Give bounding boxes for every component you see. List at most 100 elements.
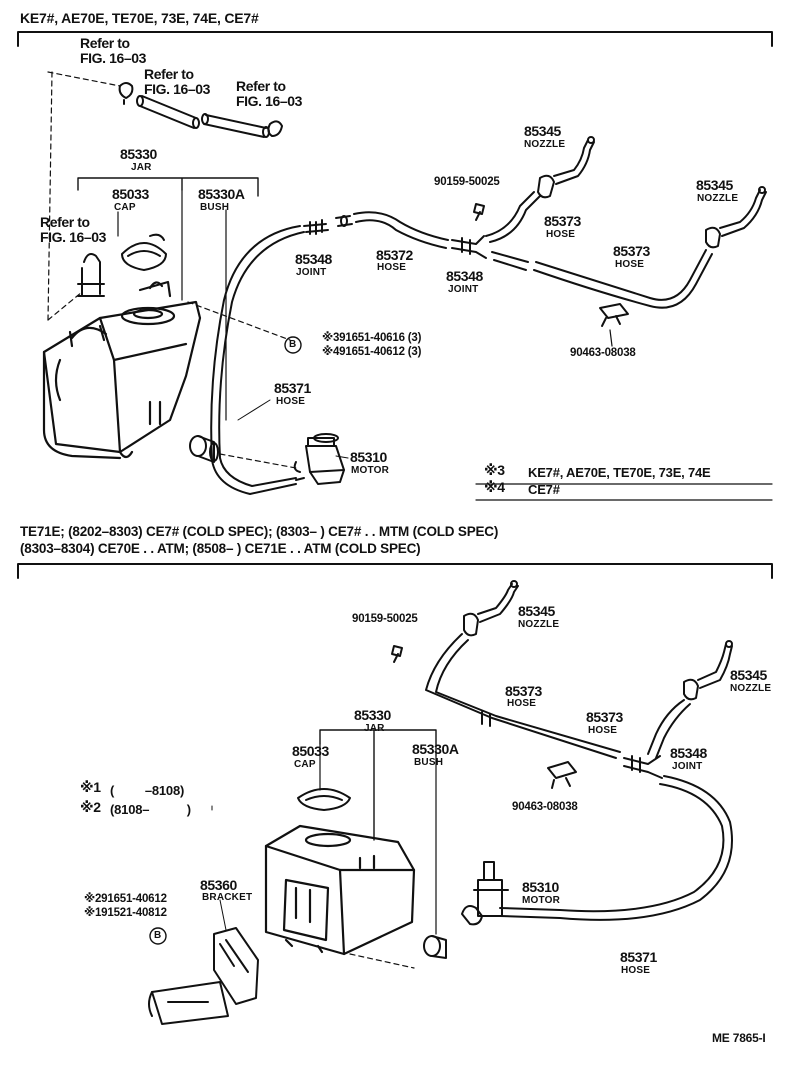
bolt-2-part-number: ※291651-40612 [84,893,167,905]
section2-header-line-1: TE71E; (8202–8303) CE7# (COLD SPEC); (83… [20,524,499,539]
hose-85373-b-part-number: 85373 [613,243,650,259]
screw-part-number: 90159-50025 [434,176,500,188]
bush-part [189,435,219,463]
jar-part-number: 85330 [120,146,157,162]
circle-b-label-s1: B [289,339,297,350]
nozzle-2-s1 [705,186,767,249]
note-4-text: CE7# [528,482,560,497]
hose-85371-s2 [499,775,733,921]
dash-refer-2 [47,71,121,87]
leader-85371 [237,399,271,421]
bracket-s2 [148,927,259,1025]
jar-leader [117,189,227,421]
refer-label-4: Refer to FIG. 16–03 [40,214,107,245]
clip-s2-part-number: 90463-08038 [512,801,578,813]
bolt-4-part-number: ※491651-40612 (3) [322,346,422,358]
section2-header-line-2: (8303–8304) CE70E . . ATM; (8508– ) CE71… [20,541,421,556]
hose-85371-part-number: 85371 [274,380,311,396]
dash-refer-1 [47,71,53,321]
top-clip-2 [267,120,283,137]
bush-part-name: BUSH [200,202,230,213]
section1-header: KE7#, AE70E, TE70E, 73E, 74E, CE7# [20,10,259,26]
hose-85373-s2-a [425,633,621,759]
motor-s2 [461,861,509,926]
nozzle-2-s2-part-number: 85345 [730,667,767,683]
nozzle-1-s2-part-name: NOZZLE [518,619,560,630]
circle-b-s2 [149,927,167,945]
nozzle-2-part-name: NOZZLE [697,193,739,204]
hose-85372 [335,211,449,249]
screw-s1 [473,203,485,221]
dash-refer-3 [47,291,83,321]
top-hose-1 [136,95,200,129]
nozzle-2-s2 [683,640,733,701]
hose-85373-s2-b-part-name: HOSE [588,725,618,736]
jar-s2-part-number: 85330 [354,707,391,723]
jar-part [42,280,202,460]
note-1-mark: ※1 [80,779,101,795]
nozzle-1-part-name: NOZZLE [524,139,566,150]
leader-85310 [335,455,349,459]
refer-label-3: Refer to FIG. 16–03 [236,78,303,109]
bush-s2 [423,935,447,959]
nozzle-1-s2 [463,580,519,637]
cap-part-number: 85033 [112,186,149,202]
motor-part-name: MOTOR [351,465,390,476]
note-2-text: (8108– ) [110,802,191,817]
bush-s2-part-number: 85330A [412,741,459,757]
cap-part-name: CAP [114,202,136,213]
nozzle-2-part-number: 85345 [696,177,733,193]
hose-85372-part-name: HOSE [377,262,407,273]
bush-s2-part-name: BUSH [414,757,444,768]
dash-bush-s2 [349,953,415,969]
leader-bracket [219,899,227,931]
motor-s1 [293,433,345,485]
note-2-mark: ※2 [80,799,101,815]
top-hose-2 [201,113,270,138]
nozzle-1-s1 [537,136,595,199]
note-4-mark: ※4 [484,479,505,495]
section1-frame [17,31,773,47]
bracket-part-number: 85360 [200,877,237,893]
bolt-1-part-number: ※191521-40812 [84,907,167,919]
bolt-3-part-number: ※391651-40616 (3) [322,332,422,344]
jar-bracket [77,177,259,197]
circle-b-s1 [284,336,302,354]
motor-s2-part-name: MOTOR [522,895,561,906]
hose-85371-s1 [210,225,305,495]
motor-part-number: 85310 [350,449,387,465]
clip-s1 [599,303,629,347]
nozzle-1-s2-part-number: 85345 [518,603,555,619]
notes-underline [475,483,773,501]
refer-label-2: Refer to FIG. 16–03 [144,66,211,97]
jar-pump [77,253,105,297]
clip-s2 [547,761,577,789]
joint-s2-part-number: 85348 [670,745,707,761]
screw-s2-part-number: 90159-50025 [352,613,418,625]
cap-s2-part-number: 85033 [292,743,329,759]
hose-85373-s2-a-part-name: HOSE [507,698,537,709]
clip-part-number: 90463-08038 [570,347,636,359]
cap-part [121,233,167,271]
hose-85373-s2-b-part-number: 85373 [586,709,623,725]
section2-frame [17,563,773,579]
circle-b-label-s2: B [154,930,162,941]
joint-s1-b [451,235,487,259]
nozzle-1-part-number: 85345 [524,123,561,139]
bracket-part-name: BRACKET [202,892,253,903]
hose-85373-s2-a-part-number: 85373 [505,683,542,699]
jar-part-name: JAR [131,162,152,173]
bush-part-number: 85330A [198,186,245,202]
motor-s2-part-number: 85310 [522,879,559,895]
joint-s2-part-name: JOINT [672,761,703,772]
joint-s2 [623,755,663,779]
dash-bush [219,453,297,469]
refer-label-1: Refer to FIG. 16–03 [80,35,147,66]
hose-85373-a-part-name: HOSE [546,229,576,240]
hose-85372-part-number: 85372 [376,247,413,263]
joint-1-part-name: JOINT [296,267,327,278]
joint-2-part-name: JOINT [448,284,479,295]
cap-s2-part-name: CAP [294,759,316,770]
top-clip-1 [118,82,134,105]
note-3-mark: ※3 [484,462,505,478]
